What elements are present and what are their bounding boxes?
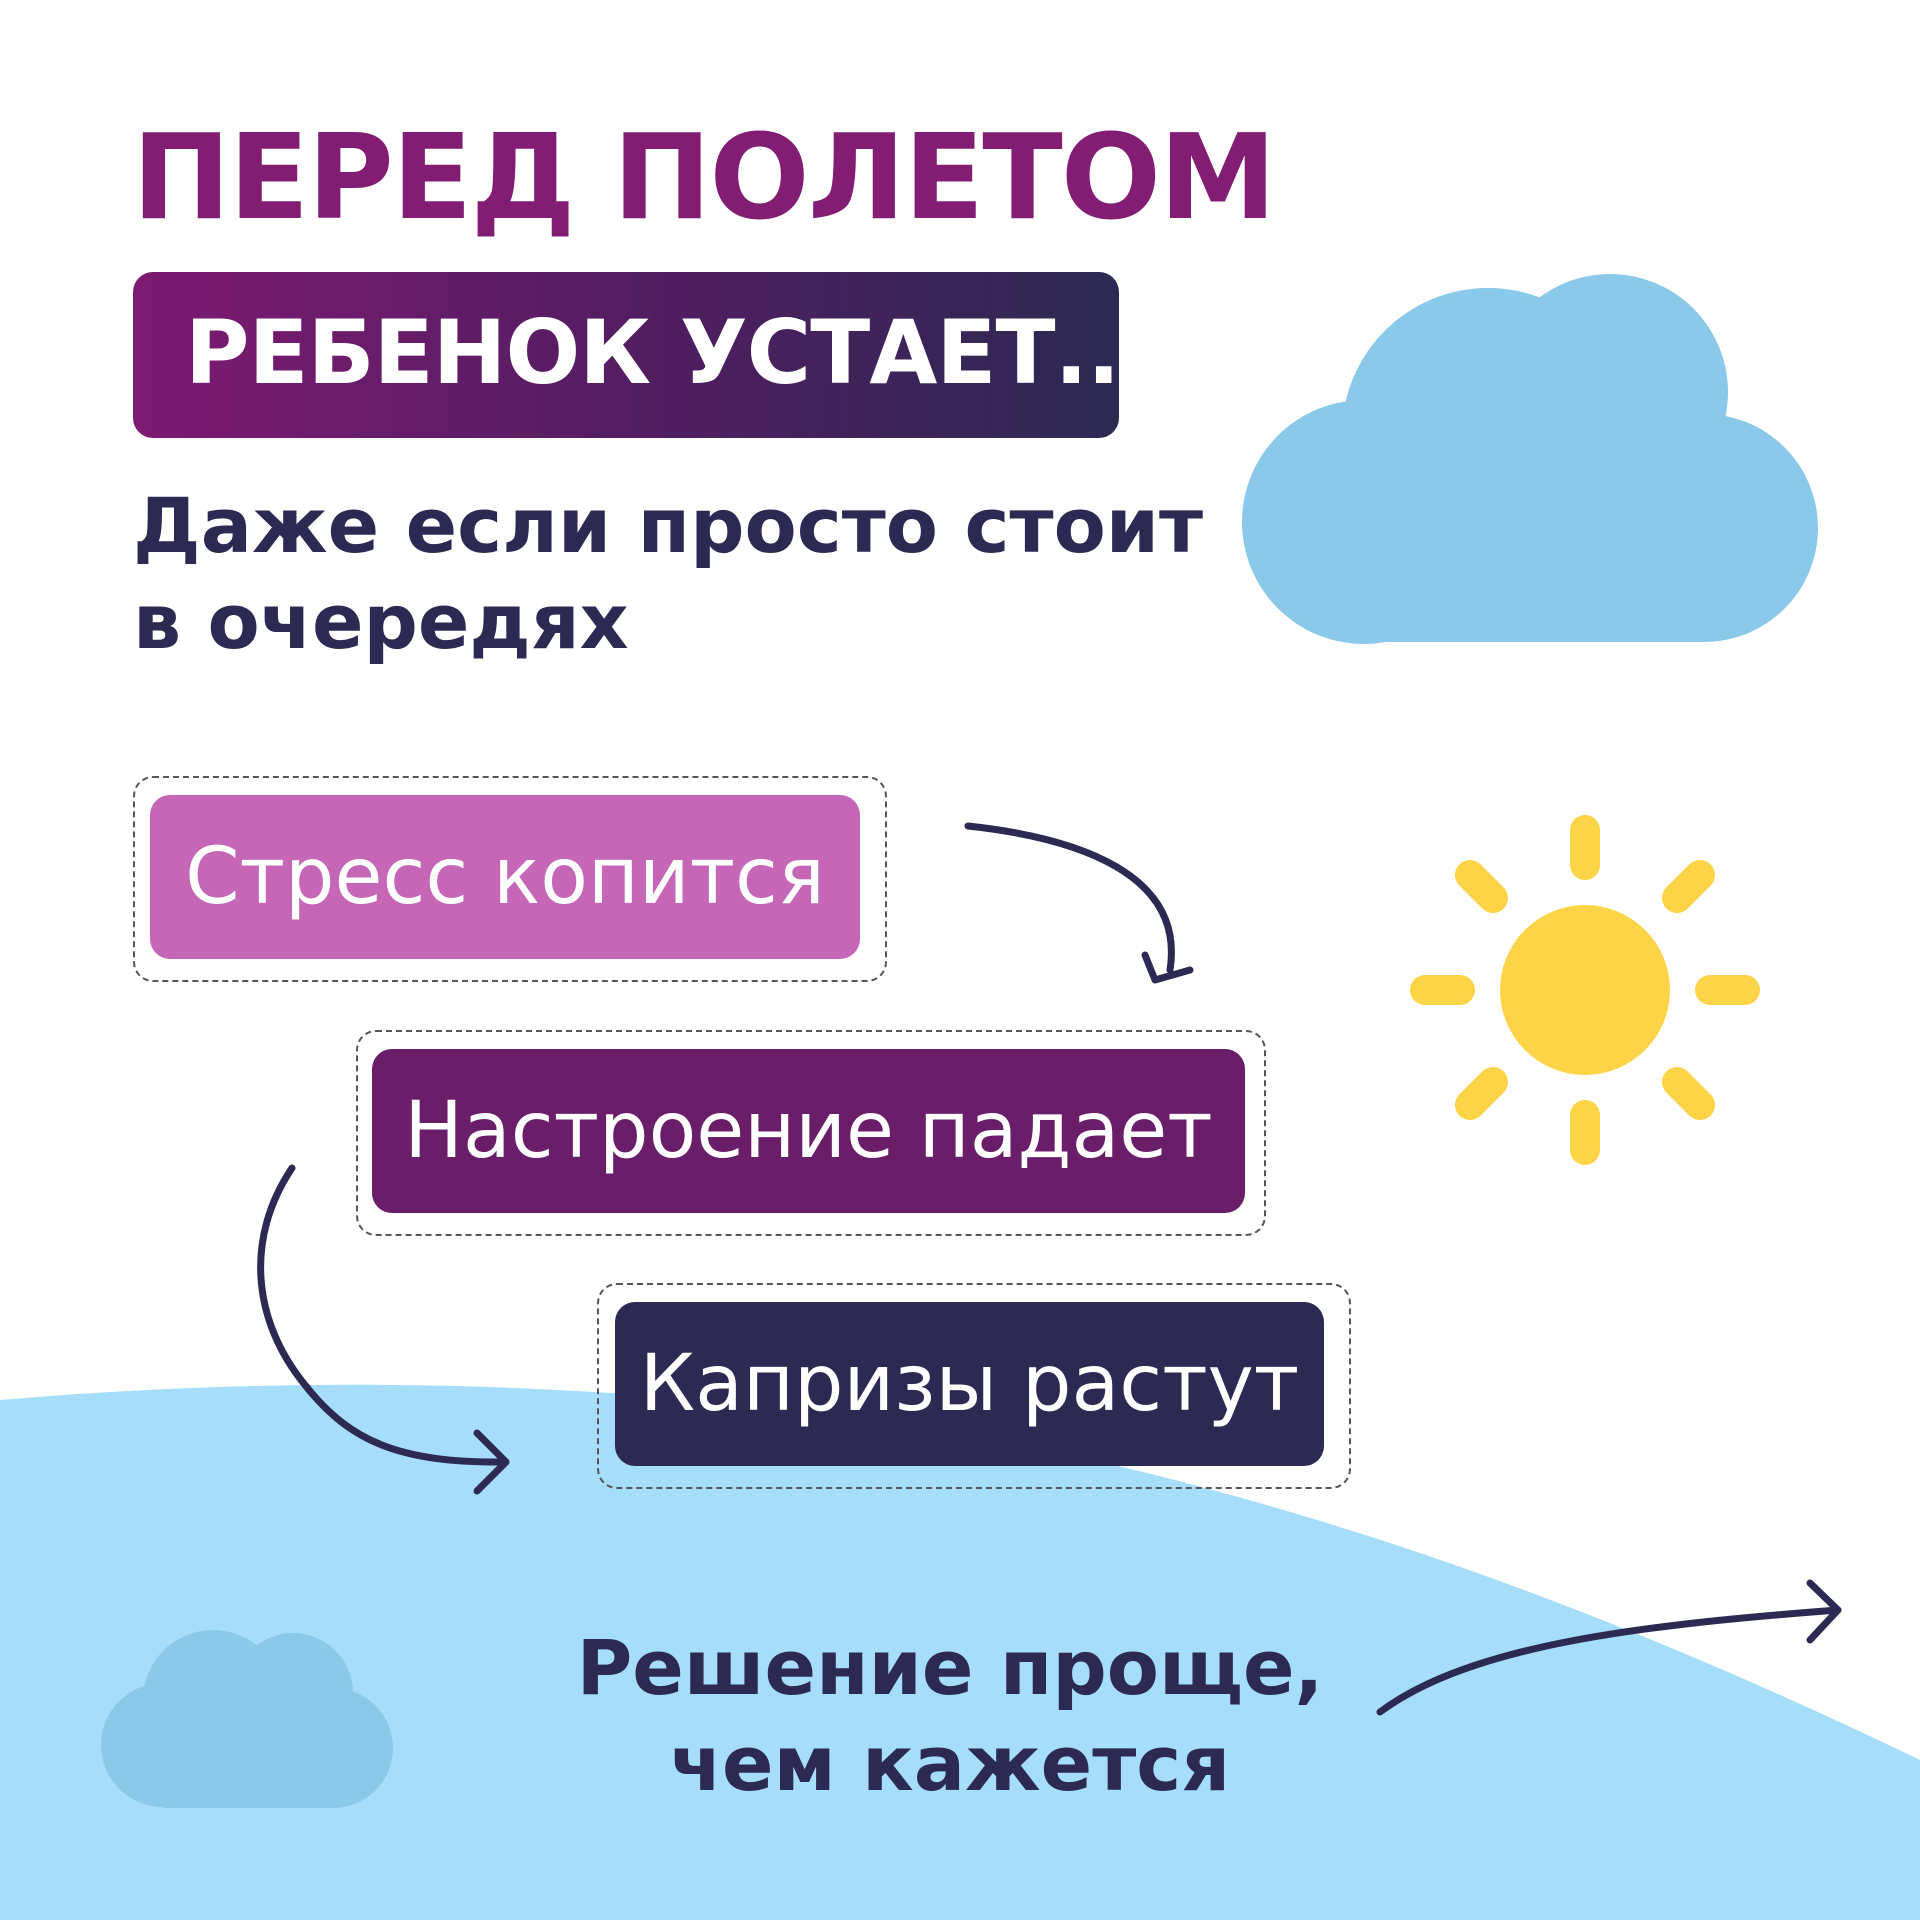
banner-text: РЕБЕНОК УСТАЕТ... [185,301,1153,404]
step-frame [597,1283,1351,1489]
arrow-head-icon [1806,1579,1842,1644]
arrow-icon [257,1164,509,1466]
arrow-head-icon [1141,951,1194,984]
step-stress: Стресс копится [150,795,860,959]
step-frame [356,1030,1266,1236]
arrow-icon [964,822,1175,974]
cloud-icon [1242,274,1818,644]
sun-icon [1410,815,1760,1165]
step-tantrums: Капризы растут [615,1302,1324,1466]
footer-text: Решение проще, чем кажется [576,1623,1324,1808]
arrow-icon [1376,1606,1842,1716]
banner: РЕБЕНОК УСТАЕТ... [133,272,1153,438]
small-cloud-icon [101,1630,393,1808]
subtitle: Даже если просто стоит в очередях [133,481,1204,666]
step-frame [133,776,887,982]
page-title: ПЕРЕД ПОЛЕТОМ [132,108,1277,246]
arrow-head-icon [473,1429,510,1495]
step-mood: Настроение падает [372,1049,1245,1213]
